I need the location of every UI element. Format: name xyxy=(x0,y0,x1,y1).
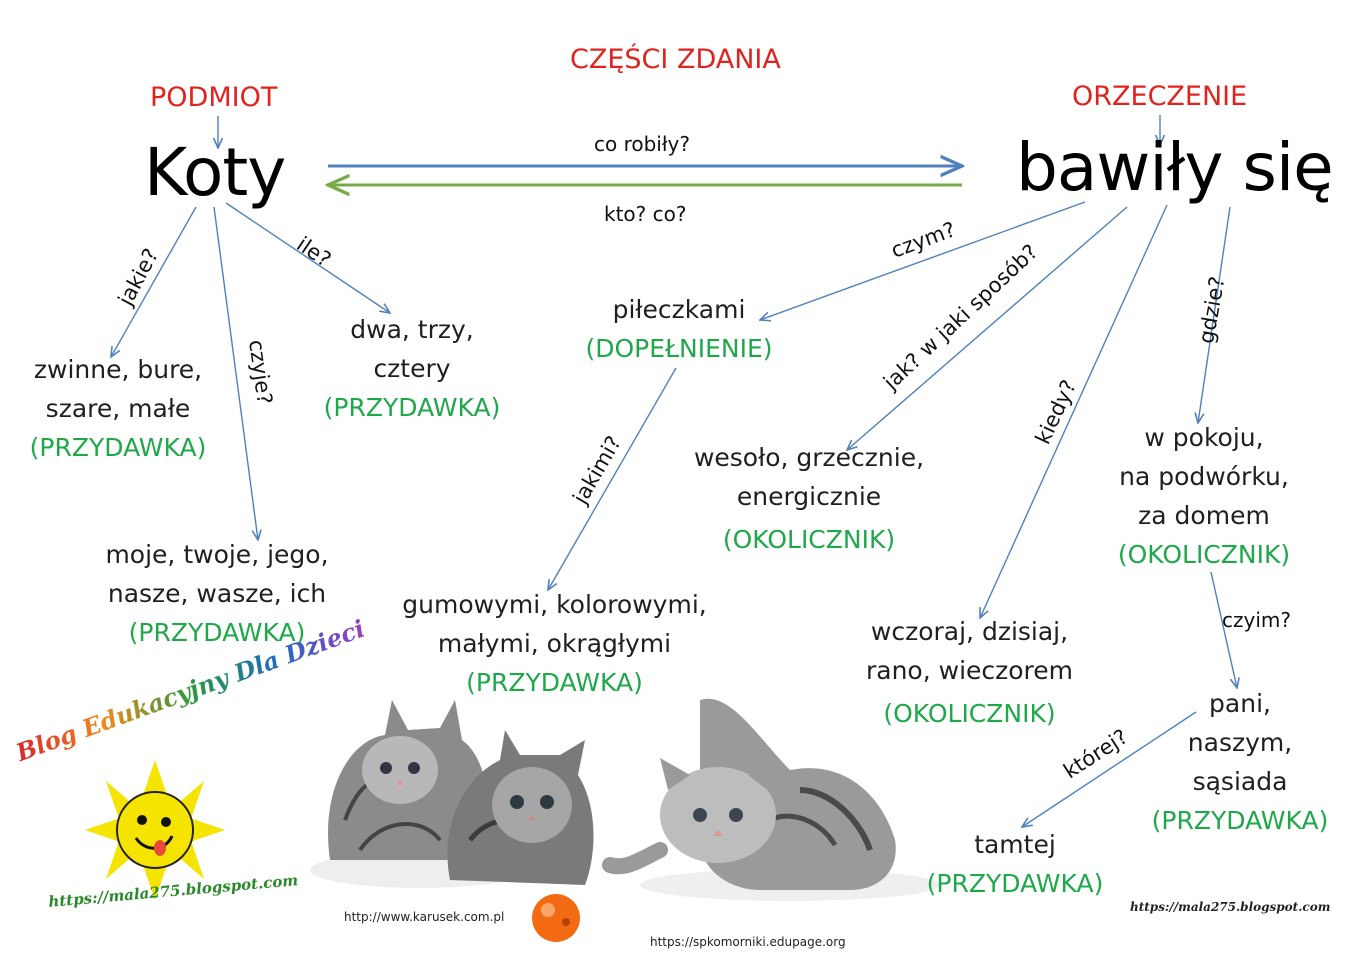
ball-illustration xyxy=(532,894,580,942)
ile-arrow xyxy=(225,202,390,313)
ile-answer: dwa, trzy, cztery (PRZYDAWKA) xyxy=(312,310,512,427)
jakie-answer: zwinne, bure, szare, małe (PRZYDAWKA) xyxy=(18,350,218,467)
place-line-2: na podwórku, xyxy=(1119,462,1289,491)
object-answer: piłeczkami (DOPEŁNIENIE) xyxy=(574,290,784,368)
ile-line-1: dwa, trzy, xyxy=(350,315,474,344)
jakimi-line-2: małymi, okrągłymi xyxy=(437,629,672,658)
jakimi-role: (PRZYDAWKA) xyxy=(466,668,643,697)
kitten-right-illustration xyxy=(602,698,940,901)
podmiot-label: PODMIOT xyxy=(150,82,278,113)
jakie-line-1: zwinne, bure, xyxy=(33,355,203,384)
jakie-role: (PRZYDAWKA) xyxy=(29,433,207,462)
subject-word: Koty xyxy=(144,134,286,211)
ktorej-role: (PRZYDAWKA) xyxy=(926,869,1104,898)
page-title: CZĘŚCI ZDANIA xyxy=(570,44,781,75)
jakimi-line-1: gumowymi, kolorowymi, xyxy=(402,590,707,619)
credit-blog[interactable]: https://mala275.blogspot.com xyxy=(1130,900,1331,914)
manner-line-1: wesoło, grzecznie, xyxy=(693,443,925,472)
kittens-left-illustration xyxy=(310,700,594,888)
orzeczenie-label: ORZECZENIE xyxy=(1072,81,1248,112)
predicate-word: bawiły się xyxy=(1016,129,1334,206)
jakimi-arrow xyxy=(548,367,677,590)
czyim-arrow xyxy=(1210,571,1237,688)
object-role: (DOPEŁNIENIE) xyxy=(585,334,773,363)
manner-answer: wesoło, grzecznie, energicznie (OKOLICZN… xyxy=(684,438,934,559)
czyje-answer: moje, twoje, jego, nasze, wasze, ich (PR… xyxy=(92,535,342,652)
credit-karusek[interactable]: http://www.karusek.com.pl xyxy=(344,910,505,924)
time-line-2: rano, wieczorem xyxy=(865,656,1074,685)
jakimi-answer: gumowymi, kolorowymi, małymi, okrągłymi … xyxy=(392,585,717,702)
ktorej-arrow xyxy=(1022,711,1197,827)
object-word: piłeczkami xyxy=(612,295,746,324)
manner-role: (OKOLICZNIK) xyxy=(722,525,896,554)
time-answer: wczoraj, dzisiaj, rano, wieczorem (OKOLI… xyxy=(852,612,1087,733)
place-line-3: za domem xyxy=(1138,501,1270,530)
kiedy-arrow xyxy=(980,204,1168,618)
czym-arrow xyxy=(760,201,1086,320)
czyje-line-2: nasze, wasze, ich xyxy=(107,579,327,608)
czyim-answer: pani, naszym, sąsiada (PRZYDAWKA) xyxy=(1145,684,1335,840)
place-line-1: w pokoju, xyxy=(1144,423,1264,452)
czyim-line-1: pani, xyxy=(1209,689,1271,718)
ktorej-line-1: tamtej xyxy=(974,830,1056,859)
ile-line-2: cztery xyxy=(373,354,451,383)
place-role: (OKOLICZNIK) xyxy=(1117,540,1291,569)
czyim-question: czyim? xyxy=(1222,608,1291,632)
time-role: (OKOLICZNIK) xyxy=(883,699,1056,728)
ile-role: (PRZYDAWKA) xyxy=(323,393,501,422)
czyim-role: (PRZYDAWKA) xyxy=(1151,806,1329,835)
czyje-line-1: moje, twoje, jego, xyxy=(105,540,329,569)
forward-question: co robiły? xyxy=(594,132,690,156)
czyje-role: (PRZYDAWKA) xyxy=(128,618,306,647)
jak-arrow xyxy=(847,206,1128,450)
ktorej-answer: tamtej (PRZYDAWKA) xyxy=(920,825,1110,903)
czyim-line-2: naszym, xyxy=(1187,728,1293,757)
czyim-line-3: sąsiada xyxy=(1192,767,1288,796)
czyje-arrow xyxy=(213,206,258,540)
logo-sun-icon xyxy=(85,760,225,900)
place-answer: w pokoju, na podwórku, za domem (OKOLICZ… xyxy=(1104,418,1304,574)
gdzie-arrow xyxy=(1198,206,1231,423)
credit-spk[interactable]: https://spkomorniki.edupage.org xyxy=(650,935,846,949)
jakie-arrow xyxy=(111,206,197,357)
jakie-line-2: szare, małe xyxy=(45,394,191,423)
time-line-1: wczoraj, dzisiaj, xyxy=(870,617,1069,646)
backward-question: kto? co? xyxy=(604,202,687,226)
manner-line-2: energicznie xyxy=(736,482,882,511)
